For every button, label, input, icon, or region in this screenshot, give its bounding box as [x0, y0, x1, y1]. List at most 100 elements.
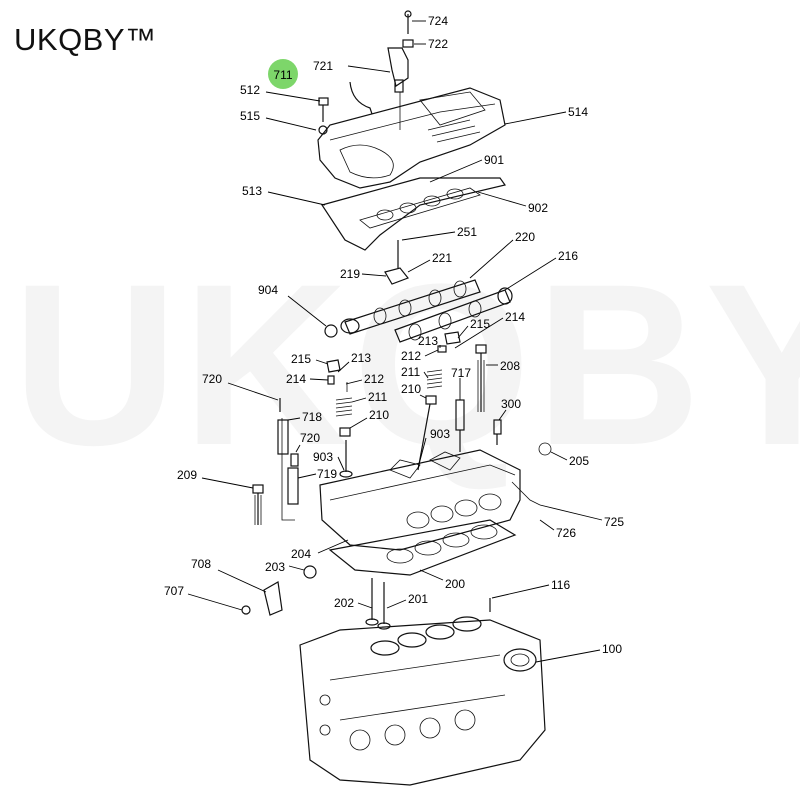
valve-cover	[317, 87, 506, 189]
head-gasket	[328, 519, 517, 576]
callout-720-top: 720	[202, 372, 279, 401]
cover-gasket	[321, 177, 507, 251]
callout-200: 200	[419, 569, 465, 591]
label-722: 722	[428, 37, 448, 51]
callout-707: 707	[164, 584, 243, 611]
label-720-top: 720	[202, 372, 222, 386]
highlight-label: 711	[273, 68, 292, 82]
label-203: 203	[265, 560, 285, 574]
label-205: 205	[569, 454, 589, 468]
callout-251: 251	[401, 225, 477, 241]
label-721: 721	[313, 59, 333, 73]
brand-logo: UKQBY™	[14, 22, 157, 57]
callout-903-right: 903	[417, 427, 450, 469]
callout-720-mid: 720	[295, 431, 320, 453]
label-201: 201	[408, 592, 428, 606]
callout-214-right: 214	[454, 310, 525, 349]
callout-212-left: 212	[345, 372, 384, 386]
callout-220: 220	[469, 230, 535, 279]
valvetrain-left	[326, 359, 353, 478]
label-208: 208	[500, 359, 520, 373]
callout-708: 708	[191, 557, 267, 593]
label-220: 220	[515, 230, 535, 244]
actuator-719	[281, 418, 299, 521]
label-512: 512	[240, 83, 260, 97]
callout-205: 205	[550, 451, 589, 468]
callout-219: 219	[340, 267, 387, 281]
label-514: 514	[568, 105, 588, 119]
callout-208: 208	[486, 359, 520, 373]
callout-213-left: 213	[337, 351, 371, 373]
label-300: 300	[501, 397, 521, 411]
callout-203: 203	[265, 560, 305, 574]
label-726: 726	[556, 526, 576, 540]
label-513: 513	[242, 184, 262, 198]
washer-203	[303, 565, 317, 579]
breather-hose	[349, 81, 373, 115]
label-251: 251	[457, 225, 477, 239]
label-116: 116	[551, 578, 570, 592]
valves	[365, 578, 391, 630]
label-214-right: 214	[505, 310, 525, 324]
seal-904	[324, 324, 338, 338]
callout-725: 725	[539, 504, 624, 529]
label-221: 221	[432, 251, 452, 265]
callout-717: 717	[451, 366, 471, 400]
label-212-left: 212	[364, 372, 384, 386]
callout-718: 718	[287, 410, 322, 424]
callout-902: 902	[477, 191, 548, 215]
callout-515: 515	[240, 109, 317, 131]
callout-724: 724	[412, 14, 448, 28]
callout-202: 202	[334, 596, 373, 610]
label-214-left: 214	[286, 372, 306, 386]
cylinder-head	[319, 442, 552, 551]
label-100: 100	[602, 642, 622, 656]
callout-901: 901	[429, 153, 504, 183]
callout-721: 721	[313, 59, 391, 73]
bolt-707	[241, 605, 251, 615]
label-707: 707	[164, 584, 184, 598]
bolt-512	[318, 97, 329, 135]
callout-201: 201	[386, 592, 428, 609]
callout-213-right: 213	[418, 334, 441, 348]
label-216: 216	[558, 249, 578, 263]
callout-300: 300	[498, 397, 521, 421]
label-210-left: 210	[369, 408, 389, 422]
label-204: 204	[291, 547, 311, 561]
callout-214-left: 214	[286, 372, 329, 386]
bracket-708	[263, 581, 283, 616]
callout-215-left: 215	[291, 352, 329, 366]
label-903-left: 903	[313, 450, 333, 464]
cam-cap-219	[384, 240, 409, 285]
label-202: 202	[334, 596, 354, 610]
callout-211-right: 211	[401, 365, 429, 379]
label-213-right: 213	[418, 334, 438, 348]
callout-216: 216	[504, 249, 578, 291]
callout-210-left: 210	[349, 408, 389, 429]
label-213-left: 213	[351, 351, 371, 365]
label-211-left: 211	[368, 390, 387, 404]
callout-904: 904	[258, 283, 327, 327]
label-215-right: 215	[470, 317, 490, 331]
label-718: 718	[302, 410, 322, 424]
sensor-top	[387, 10, 414, 130]
spark-plug-seals	[359, 187, 481, 229]
head-bolt-209	[252, 484, 264, 525]
spark-plug	[455, 399, 465, 452]
callout-116: 116	[491, 578, 570, 599]
label-719: 719	[317, 467, 337, 481]
label-725: 725	[604, 515, 624, 529]
label-720-mid: 720	[300, 431, 320, 445]
callout-209: 209	[177, 468, 254, 489]
intake-camshaft	[340, 279, 481, 335]
label-215-left: 215	[291, 352, 311, 366]
callout-719: 719	[297, 467, 337, 481]
exhaust-camshaft	[394, 287, 513, 343]
callout-512: 512	[240, 83, 321, 102]
engine-block	[299, 616, 546, 786]
actuator-718	[277, 398, 299, 467]
label-902: 902	[528, 201, 548, 215]
valvetrain-right	[417, 331, 461, 471]
label-209: 209	[177, 468, 197, 482]
head-bolt-208	[475, 344, 487, 412]
